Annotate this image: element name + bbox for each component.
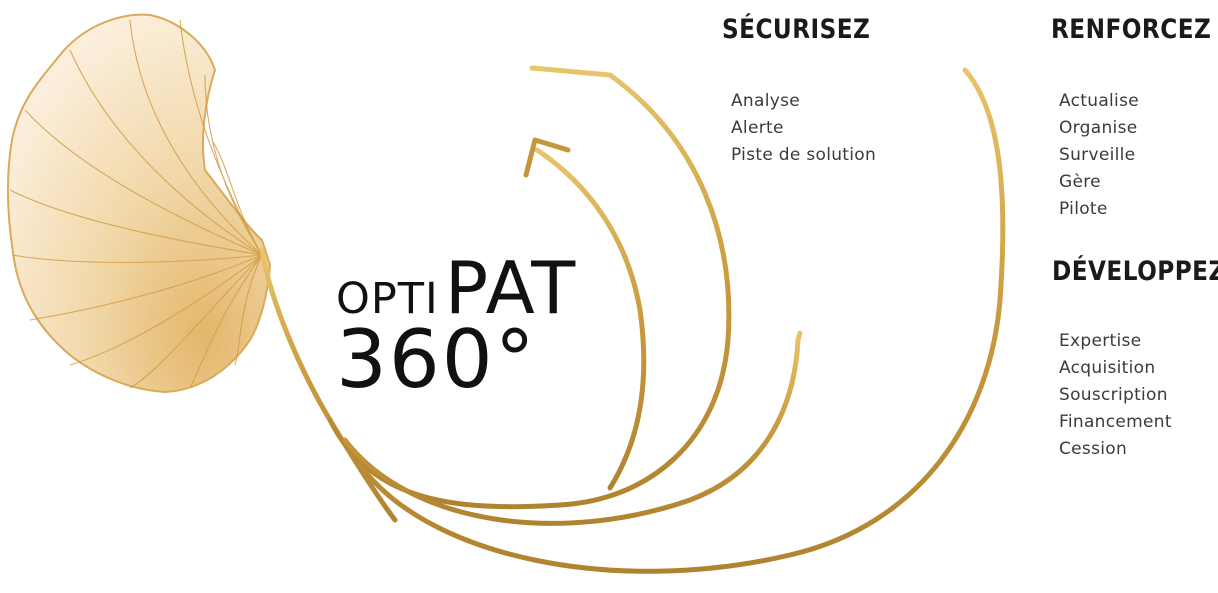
list-item: Expertise (1059, 331, 1142, 351)
list-item: Acquisition (1059, 358, 1156, 378)
logo-pat-text: PAT (444, 246, 578, 330)
list-item: Pilote (1059, 199, 1108, 219)
list-item: Financement (1059, 412, 1172, 432)
logo-opti-text: OPTI (336, 274, 439, 324)
list-developpez: Expertise Acquisition Souscription Finan… (1059, 328, 1172, 463)
logo-optipat: OPTIPAT (336, 246, 577, 330)
list-item: Gère (1059, 172, 1101, 192)
ginkgo-leaf-icon (7, 13, 398, 523)
list-item: Alerte (731, 118, 784, 138)
logo-360-text: 360° (336, 313, 537, 406)
list-item: Organise (1059, 118, 1138, 138)
list-renforcez: Actualise Organise Surveille Gère Pilote (1059, 88, 1139, 223)
heading-developpez: DÉVELOPPEZ (1052, 256, 1218, 287)
list-item: Piste de solution (731, 145, 877, 165)
connector-lines (327, 65, 1215, 574)
circular-arrow-icon (523, 137, 647, 491)
list-item: Cession (1059, 439, 1128, 459)
list-item: Souscription (1059, 385, 1168, 405)
list-securisez: Analyse Alerte Piste de solution (731, 88, 876, 169)
heading-securisez: SÉCURISEZ (722, 14, 871, 45)
list-item: Actualise (1059, 91, 1139, 111)
list-item: Analyse (731, 91, 801, 111)
heading-renforcez: RENFORCEZ (1051, 14, 1212, 45)
list-item: Surveille (1059, 145, 1136, 165)
